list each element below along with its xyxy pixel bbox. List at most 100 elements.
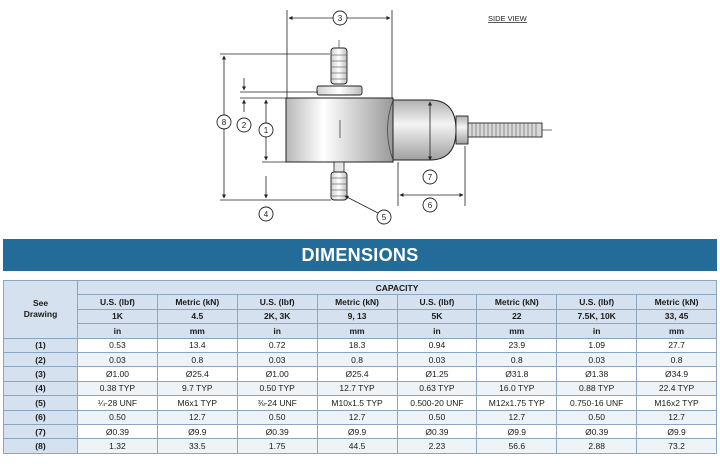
capacity-value: 22 [476,308,558,325]
table-cell: 2.88 [556,438,638,454]
callout-6: 6 [422,197,438,213]
see-drawing-header: See Drawing [3,280,78,339]
row-label: (8) [3,438,78,454]
callout-2: 2 [236,117,252,133]
unit-header: U.S. (lbf) [236,294,318,310]
table-cell: Ø0.39 [556,423,638,440]
table-cell: Ø0.39 [77,423,158,440]
callout-3: 3 [332,10,348,26]
table-cell: 27.7 [636,337,717,353]
table-cell: Ø34.9 [636,366,717,382]
table-cell: Ø0.39 [236,423,318,440]
unit-header: Metric (kN) [156,294,238,310]
table-cell: 0.94 [396,337,478,353]
unit-header: U.S. (lbf) [396,294,478,310]
table-cell: 44.5 [316,438,398,454]
table-cell: 56.6 [476,438,558,454]
table-cell: 1.09 [556,337,638,353]
callout-4: 4 [258,206,274,222]
capacity-value: 1K [77,308,158,325]
unit-system-row: U.S. (lbf) Metric (kN) U.S. (lbf) Metric… [4,294,717,310]
dimensions-banner: DIMENSIONS [3,239,717,271]
measure-unit: mm [476,323,558,339]
measure-unit: in [77,323,158,339]
row-label: (5) [3,395,78,411]
load-cell-body [285,97,457,163]
svg-text:7: 7 [428,173,433,182]
table-cell: 12.7 [636,409,717,425]
capacity-value: 7.5K, 10K [556,308,638,325]
table-cell: M10x1.5 TYP [316,395,398,411]
svg-text:8: 8 [222,118,227,127]
table-cell: Ø25.4 [316,366,398,382]
table-cell: 0.03 [396,351,478,368]
table-cell: Ø31.8 [476,366,558,382]
svg-text:4: 4 [264,210,269,219]
table-cell: 0.8 [476,351,558,368]
extension-lines [220,53,331,201]
table-cell: 0.50 [77,409,158,425]
unit-header: U.S. (lbf) [556,294,638,310]
capacity-value: 4.5 [156,308,238,325]
callout-8: 8 [216,114,232,130]
table-cell: 33.5 [156,438,238,454]
table-cell: M6x1 TYP [156,395,238,411]
callout-1: 1 [258,122,274,138]
measure-unit: mm [316,323,398,339]
measure-unit: mm [636,323,717,339]
measure-unit: mm [156,323,238,339]
capacity-value: 9, 13 [316,308,398,325]
table-cell: 12.7 [156,409,238,425]
side-view-label: SIDE VIEW [488,14,528,23]
capacity-header-row: See Drawing CAPACITY [3,279,717,339]
table-cell: 0.50 [236,409,318,425]
side-connector [455,115,552,145]
table-cell: 0.88 TYP [556,380,638,397]
row-label: (7) [3,423,78,440]
measure-unit: in [396,323,478,339]
table-cell: 0.8 [316,351,398,368]
table-cell: M12x1.75 TYP [476,395,558,411]
row-label: (4) [3,380,78,397]
unit-header: Metric (kN) [636,294,717,310]
table-cell: 2.23 [396,438,478,454]
table-cell: M16x2 TYP [636,395,717,411]
table-cell: 0.500-20 UNF [396,395,478,411]
table-cell: 18.3 [316,337,398,353]
row-label: (1) [3,337,78,353]
capacity-value-row: 1K 4.5 2K, 3K 9, 13 5K 22 7.5K, 10K 33, … [4,308,717,325]
row-label: (6) [3,409,78,425]
table-cell: ¼-28 UNF [77,395,158,411]
table-cell: 0.750-16 UNF [556,395,638,411]
table-cell: 12.7 [476,409,558,425]
table-cell: 0.8 [156,351,238,368]
unit-header: U.S. (lbf) [77,294,158,310]
table-cell: Ø9.9 [636,423,717,440]
row-label: (3) [3,366,78,382]
callout-5: 5 [344,195,392,225]
capacity-header: CAPACITY [77,279,717,296]
table-cell: Ø9.9 [316,423,398,440]
dimensions-table: See Drawing CAPACITY U.S. (lbf) Metric (… [3,279,717,454]
table-cell: 0.53 [77,337,158,353]
table-cell: 22.4 TYP [636,380,717,397]
top-stud [330,40,348,85]
unit-header: Metric (kN) [316,294,398,310]
top-flange [316,85,363,96]
callout-7: 7 [422,169,438,185]
table-cell: 0.72 [236,337,318,353]
capacity-value: 5K [396,308,478,325]
table-cell: 23.9 [476,337,558,353]
capacity-value: 33, 45 [636,308,717,325]
table-cell: 73.2 [636,438,717,454]
table-cell: Ø9.9 [156,423,238,440]
svg-text:6: 6 [428,201,433,210]
table-cell: 0.38 TYP [77,380,158,397]
table-cell: 0.8 [636,351,717,368]
